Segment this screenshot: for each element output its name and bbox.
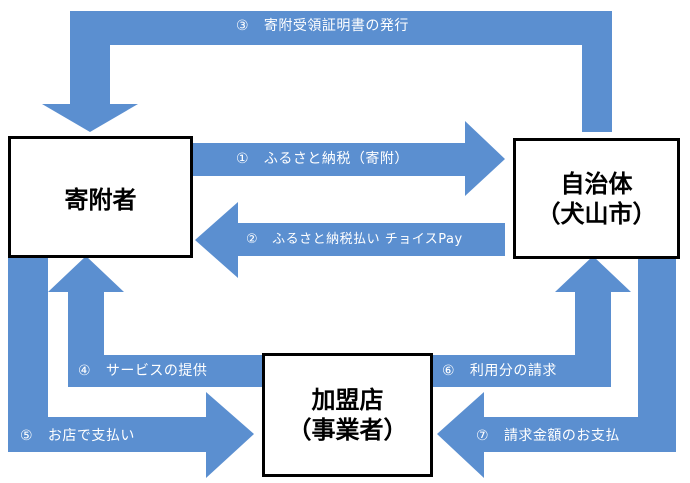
flow-6-number: ⑥ <box>442 363 456 379</box>
business-box: 加盟店 （事業者） <box>262 353 433 477</box>
municipality-box: 自治体 （犬山市） <box>513 138 680 259</box>
donor-label: 寄附者 <box>64 185 137 214</box>
donor-box: 寄附者 <box>8 136 193 258</box>
flow-4-number: ④ <box>78 363 92 379</box>
business-sublabel: （事業者） <box>287 416 408 444</box>
flow-1-text: ふるさと納税（寄附） <box>263 151 409 167</box>
flow-7-text: 請求金額のお支払 <box>503 428 620 444</box>
arrow-billing <box>432 256 631 387</box>
flow-6-text: 利用分の請求 <box>469 363 557 379</box>
flow-label-7: ⑦ 請求金額のお支払 <box>476 427 620 445</box>
flow-label-5: ⑤ お店で支払い <box>20 427 135 445</box>
flow-2-number: ② <box>246 232 259 247</box>
flow-label-2: ② ふるさと納税払い チョイスPay <box>246 231 463 249</box>
arrow-donation <box>192 121 505 196</box>
arrow-payment <box>8 258 254 478</box>
arrow-service <box>48 256 262 387</box>
municipality-label: 自治体 <box>560 169 633 198</box>
municipality-sublabel: （犬山市） <box>536 199 657 228</box>
flow-label-4: ④ サービスの提供 <box>78 362 207 380</box>
arrow-certificate <box>42 11 612 132</box>
flow-label-3: ③ 寄附受領証明書の発行 <box>236 17 409 35</box>
arrow-settlement <box>437 258 676 478</box>
flow-5-number: ⑤ <box>20 428 34 444</box>
flow-1-number: ① <box>236 151 250 167</box>
flow-label-6: ⑥ 利用分の請求 <box>442 362 557 380</box>
flow-4-text: サービスの提供 <box>105 363 208 379</box>
flow-3-text: 寄附受領証明書の発行 <box>263 18 409 34</box>
flow-7-number: ⑦ <box>476 428 490 444</box>
arrow-choicepay <box>195 202 505 278</box>
flow-5-text: お店で支払い <box>47 428 135 444</box>
flow-3-number: ③ <box>236 18 250 34</box>
flow-label-1: ① ふるさと納税（寄附） <box>236 150 409 168</box>
business-label: 加盟店 <box>311 386 384 414</box>
flow-2-text: ふるさと納税払い チョイスPay <box>272 232 463 247</box>
